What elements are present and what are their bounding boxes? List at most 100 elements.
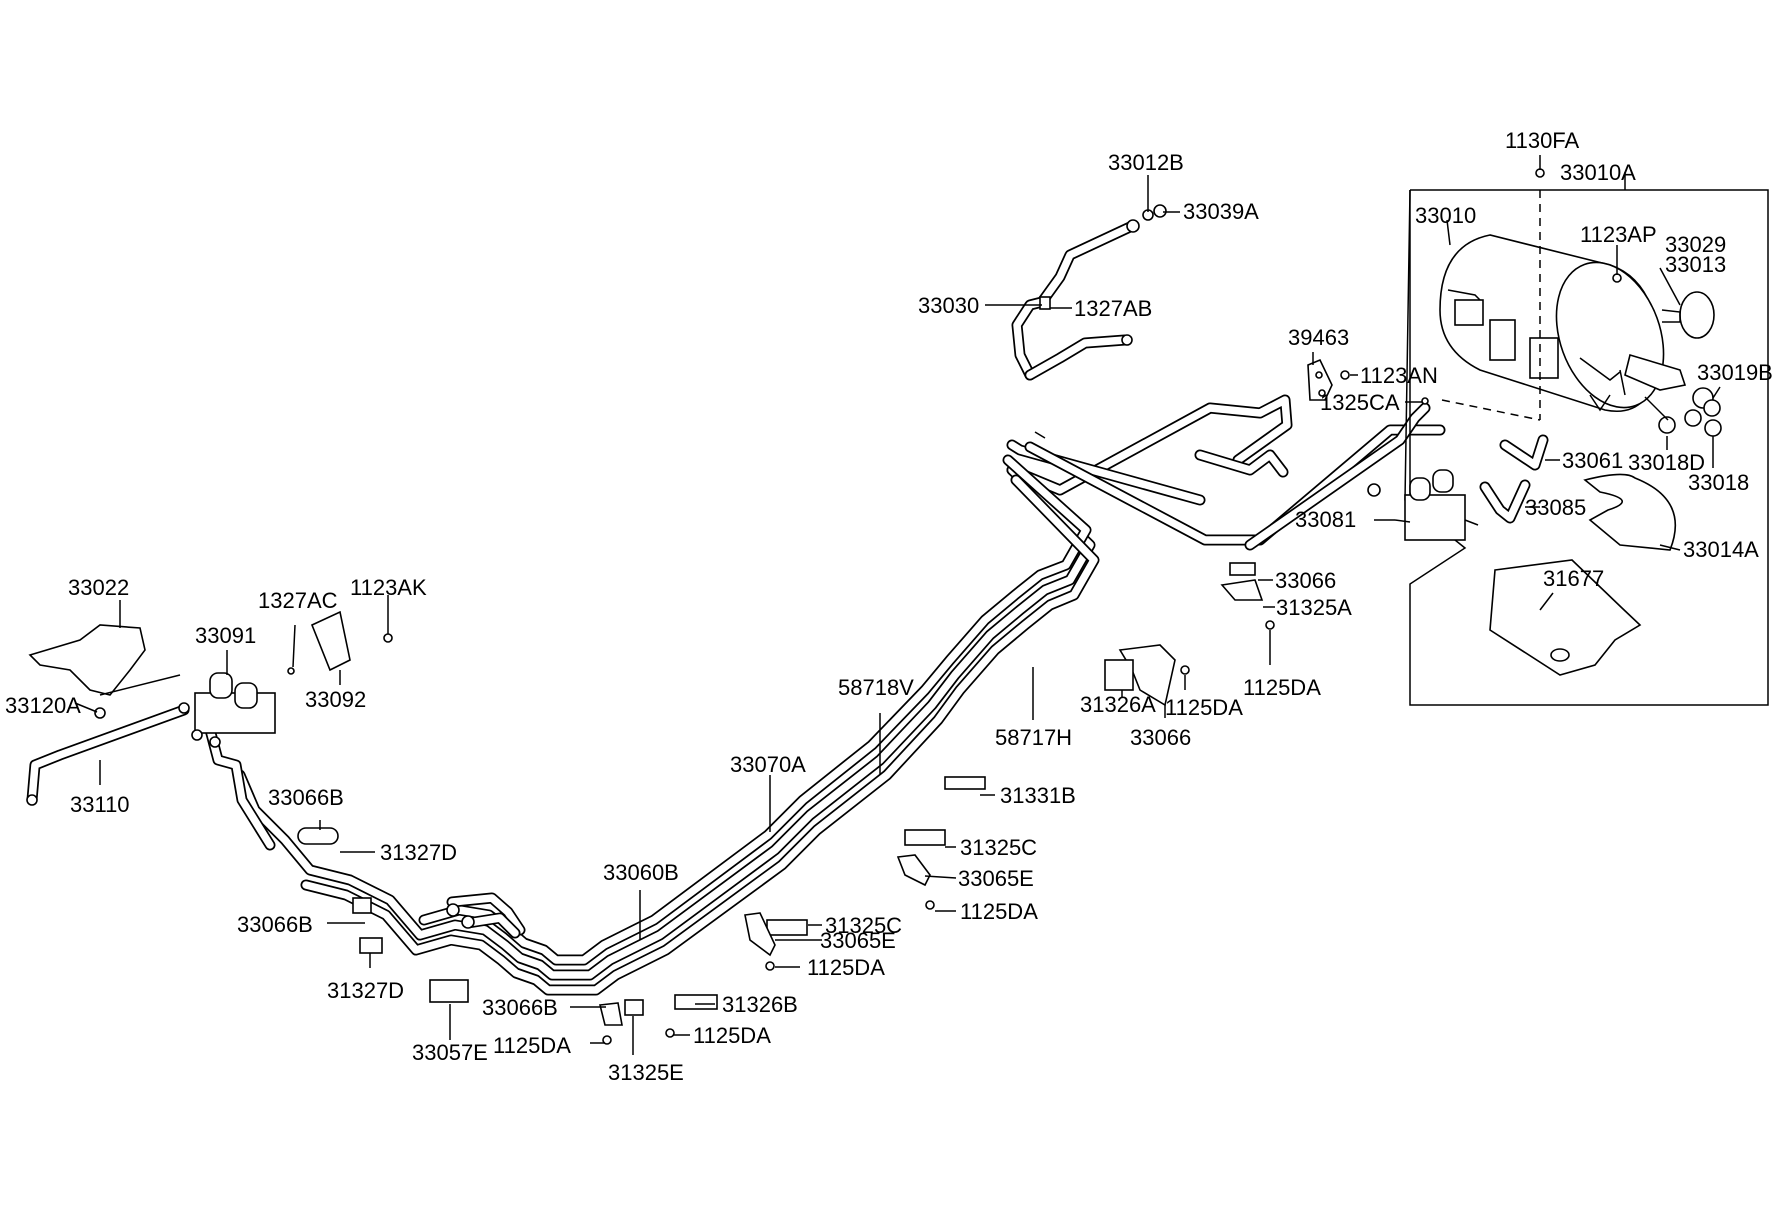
part-label: 33081 [1295,507,1356,532]
fitting-icon [1704,419,1722,437]
clip-icon [1229,562,1256,576]
part-label: 31327D [380,840,457,865]
clip-icon [944,776,986,790]
small-pipes [1479,434,1549,524]
clip-icon [1153,204,1167,218]
fitting-icon [26,794,38,806]
nut-icon [94,707,106,719]
part-label: 33057E [412,1040,488,1065]
part-label: 33092 [305,687,366,712]
part-label: 58718V [838,675,914,700]
grommet-icon [297,827,339,845]
bracket-33092 [287,610,393,675]
clip-icon [429,979,469,1003]
brake-pipe-lines [234,464,1096,981]
part-label: 33066 [1275,568,1336,593]
part-label: 33013 [1665,252,1726,277]
part-label: 33065E [958,866,1034,891]
part-label: 33018 [1688,470,1749,495]
bolt-icon [383,633,393,643]
part-label: 33012B [1108,150,1184,175]
valve-head-icon [209,672,233,699]
bracket-33022 [28,624,181,719]
part-label: 1125DA [1243,675,1321,700]
part-label: 33030 [918,293,979,318]
part-label: 31325E [608,1060,684,1085]
part-label: 33010A [1560,160,1636,185]
heat-shield [1583,473,1677,551]
fitting-icon [1367,483,1381,497]
bracket-icon [744,912,776,957]
part-label: 1327AB [1074,296,1152,321]
bracket-icon [1220,579,1264,601]
part-label: 1130FA [1505,128,1580,153]
part-label: 1123AP [1580,222,1657,247]
part-label: 58717H [995,725,1072,750]
tank-strap-icon [1529,337,1559,379]
bolt-icon [765,961,775,971]
clip-icon [766,919,808,936]
clip-icon [904,829,946,846]
nut-icon [1421,397,1429,405]
part-label: 1125DA [493,1033,571,1058]
bolt-icon [1265,620,1275,630]
part-label: 1125DA [1165,695,1243,720]
valve-head-icon [234,682,258,709]
part-label: 33066B [237,912,313,937]
part-label: 1327AC [258,588,338,613]
part-label: 33066B [268,785,344,810]
relay-valve [1367,469,1479,541]
pipe-33030 [1011,204,1167,381]
part-label: 33110 [70,792,130,817]
bolt-icon [1340,370,1350,380]
bolt-icon [602,1035,612,1045]
fitting-icon [209,736,221,748]
part-label: 31677 [1543,566,1604,591]
clip-icon [1104,659,1134,691]
fitting-icon [1658,416,1676,434]
part-label: 33066 [1130,725,1191,750]
tank-strap-icon [1489,319,1516,361]
fitting-icon [1126,219,1140,233]
tank-strap-icon [1454,299,1484,326]
drain-valve-icon [1679,291,1715,339]
part-label: 31326A [1080,692,1156,717]
fitting-icon [191,729,203,741]
fitting-icon [178,702,190,714]
part-label: 31325C [825,913,902,938]
clip-icon [624,999,644,1016]
part-label: 39463 [1288,325,1349,350]
part-label: 1125DA [693,1023,771,1048]
part-label: 33120A [5,693,81,718]
part-label: 1123AK [350,575,427,600]
bolt-icon [1535,168,1545,178]
bolt-icon [1612,273,1622,283]
part-label: 1125DA [807,955,885,980]
clip-icon [352,897,372,914]
right-clips [1104,562,1275,707]
bottom-bracket [1489,559,1642,676]
part-label: 33010 [1415,203,1476,228]
part-label: 31331B [1000,783,1076,808]
bolt-icon [665,1028,675,1038]
fitting-icon [446,903,460,917]
valve-body-icon [1404,494,1466,541]
nut-icon [287,667,295,675]
bolt-icon [1180,665,1190,675]
part-label: 33066B [482,995,558,1020]
bracket-icon [599,1002,623,1026]
part-label: 33065E [820,928,896,953]
middle-clips [599,776,986,1045]
part-label: 31326B [722,992,798,1017]
part-label: 33085 [1525,495,1586,520]
part-label: 1125DA [960,899,1038,924]
bolt-icon [925,900,935,910]
clip-icon [359,937,383,954]
part-label: 33029 [1665,232,1726,257]
fitting-icon [1121,334,1133,346]
valve-head-icon [1409,477,1431,501]
part-label: 33061 [1562,448,1623,473]
valve-head-icon [1432,469,1454,493]
part-label: 33018D [1628,450,1705,475]
